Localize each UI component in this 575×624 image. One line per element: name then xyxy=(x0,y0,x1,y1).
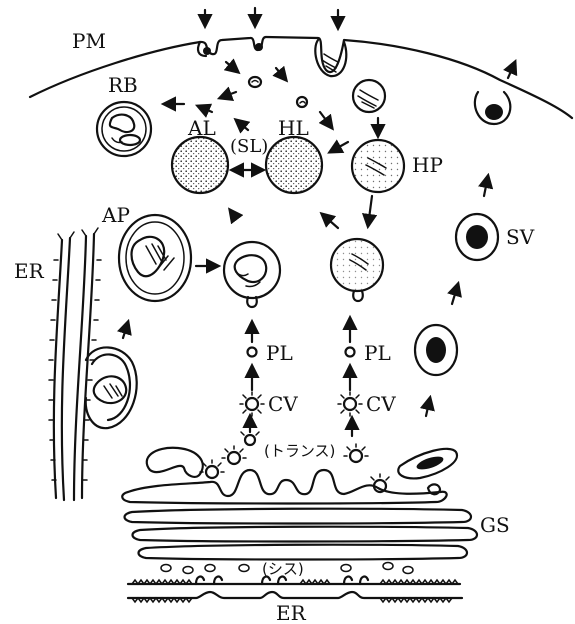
label-sv: SV xyxy=(506,225,535,249)
primary-lysosome-right: PL xyxy=(346,318,391,390)
endocytosis-arrows xyxy=(205,8,338,28)
label-pl-left: PL xyxy=(266,341,293,365)
label-pl-right: PL xyxy=(364,341,391,365)
golgi-stack: (トランス) GS (シス) xyxy=(122,429,509,578)
label-cis: (シス) xyxy=(262,560,304,578)
coated-vesicle-left: CV xyxy=(240,392,298,432)
label-pm: PM xyxy=(72,29,106,53)
heterophagosome: HP xyxy=(330,140,443,226)
label-er-bottom: ER xyxy=(276,601,307,624)
label-hl: HL xyxy=(278,116,309,140)
label-al: AL xyxy=(187,116,216,140)
early-heterolysosome xyxy=(322,214,383,301)
coated-vesicle-right: CV xyxy=(338,392,396,436)
early-autolysosome xyxy=(224,210,280,307)
label-cv-left: CV xyxy=(268,392,298,416)
label-cv-right: CV xyxy=(366,392,396,416)
autolysosome: AL (SL) xyxy=(172,116,268,193)
endocytic-dot-2 xyxy=(255,43,263,51)
label-hp: HP xyxy=(412,153,443,177)
label-sl: (SL) xyxy=(230,136,268,157)
autophagosome: AP xyxy=(101,203,218,338)
heterolysosome: HL xyxy=(266,116,322,193)
primary-lysosome-left: PL xyxy=(248,322,293,390)
label-ap: AP xyxy=(101,203,130,227)
er-left: ER xyxy=(14,228,137,500)
label-gs: GS xyxy=(480,513,510,537)
secretory-vesicles: SV xyxy=(415,176,535,416)
label-er-left: ER xyxy=(14,259,45,283)
endocytic-dot-1 xyxy=(203,47,211,55)
er-bottom: ER xyxy=(128,577,462,624)
label-trans: (トランス) xyxy=(264,442,335,460)
label-rb: RB xyxy=(108,73,138,97)
